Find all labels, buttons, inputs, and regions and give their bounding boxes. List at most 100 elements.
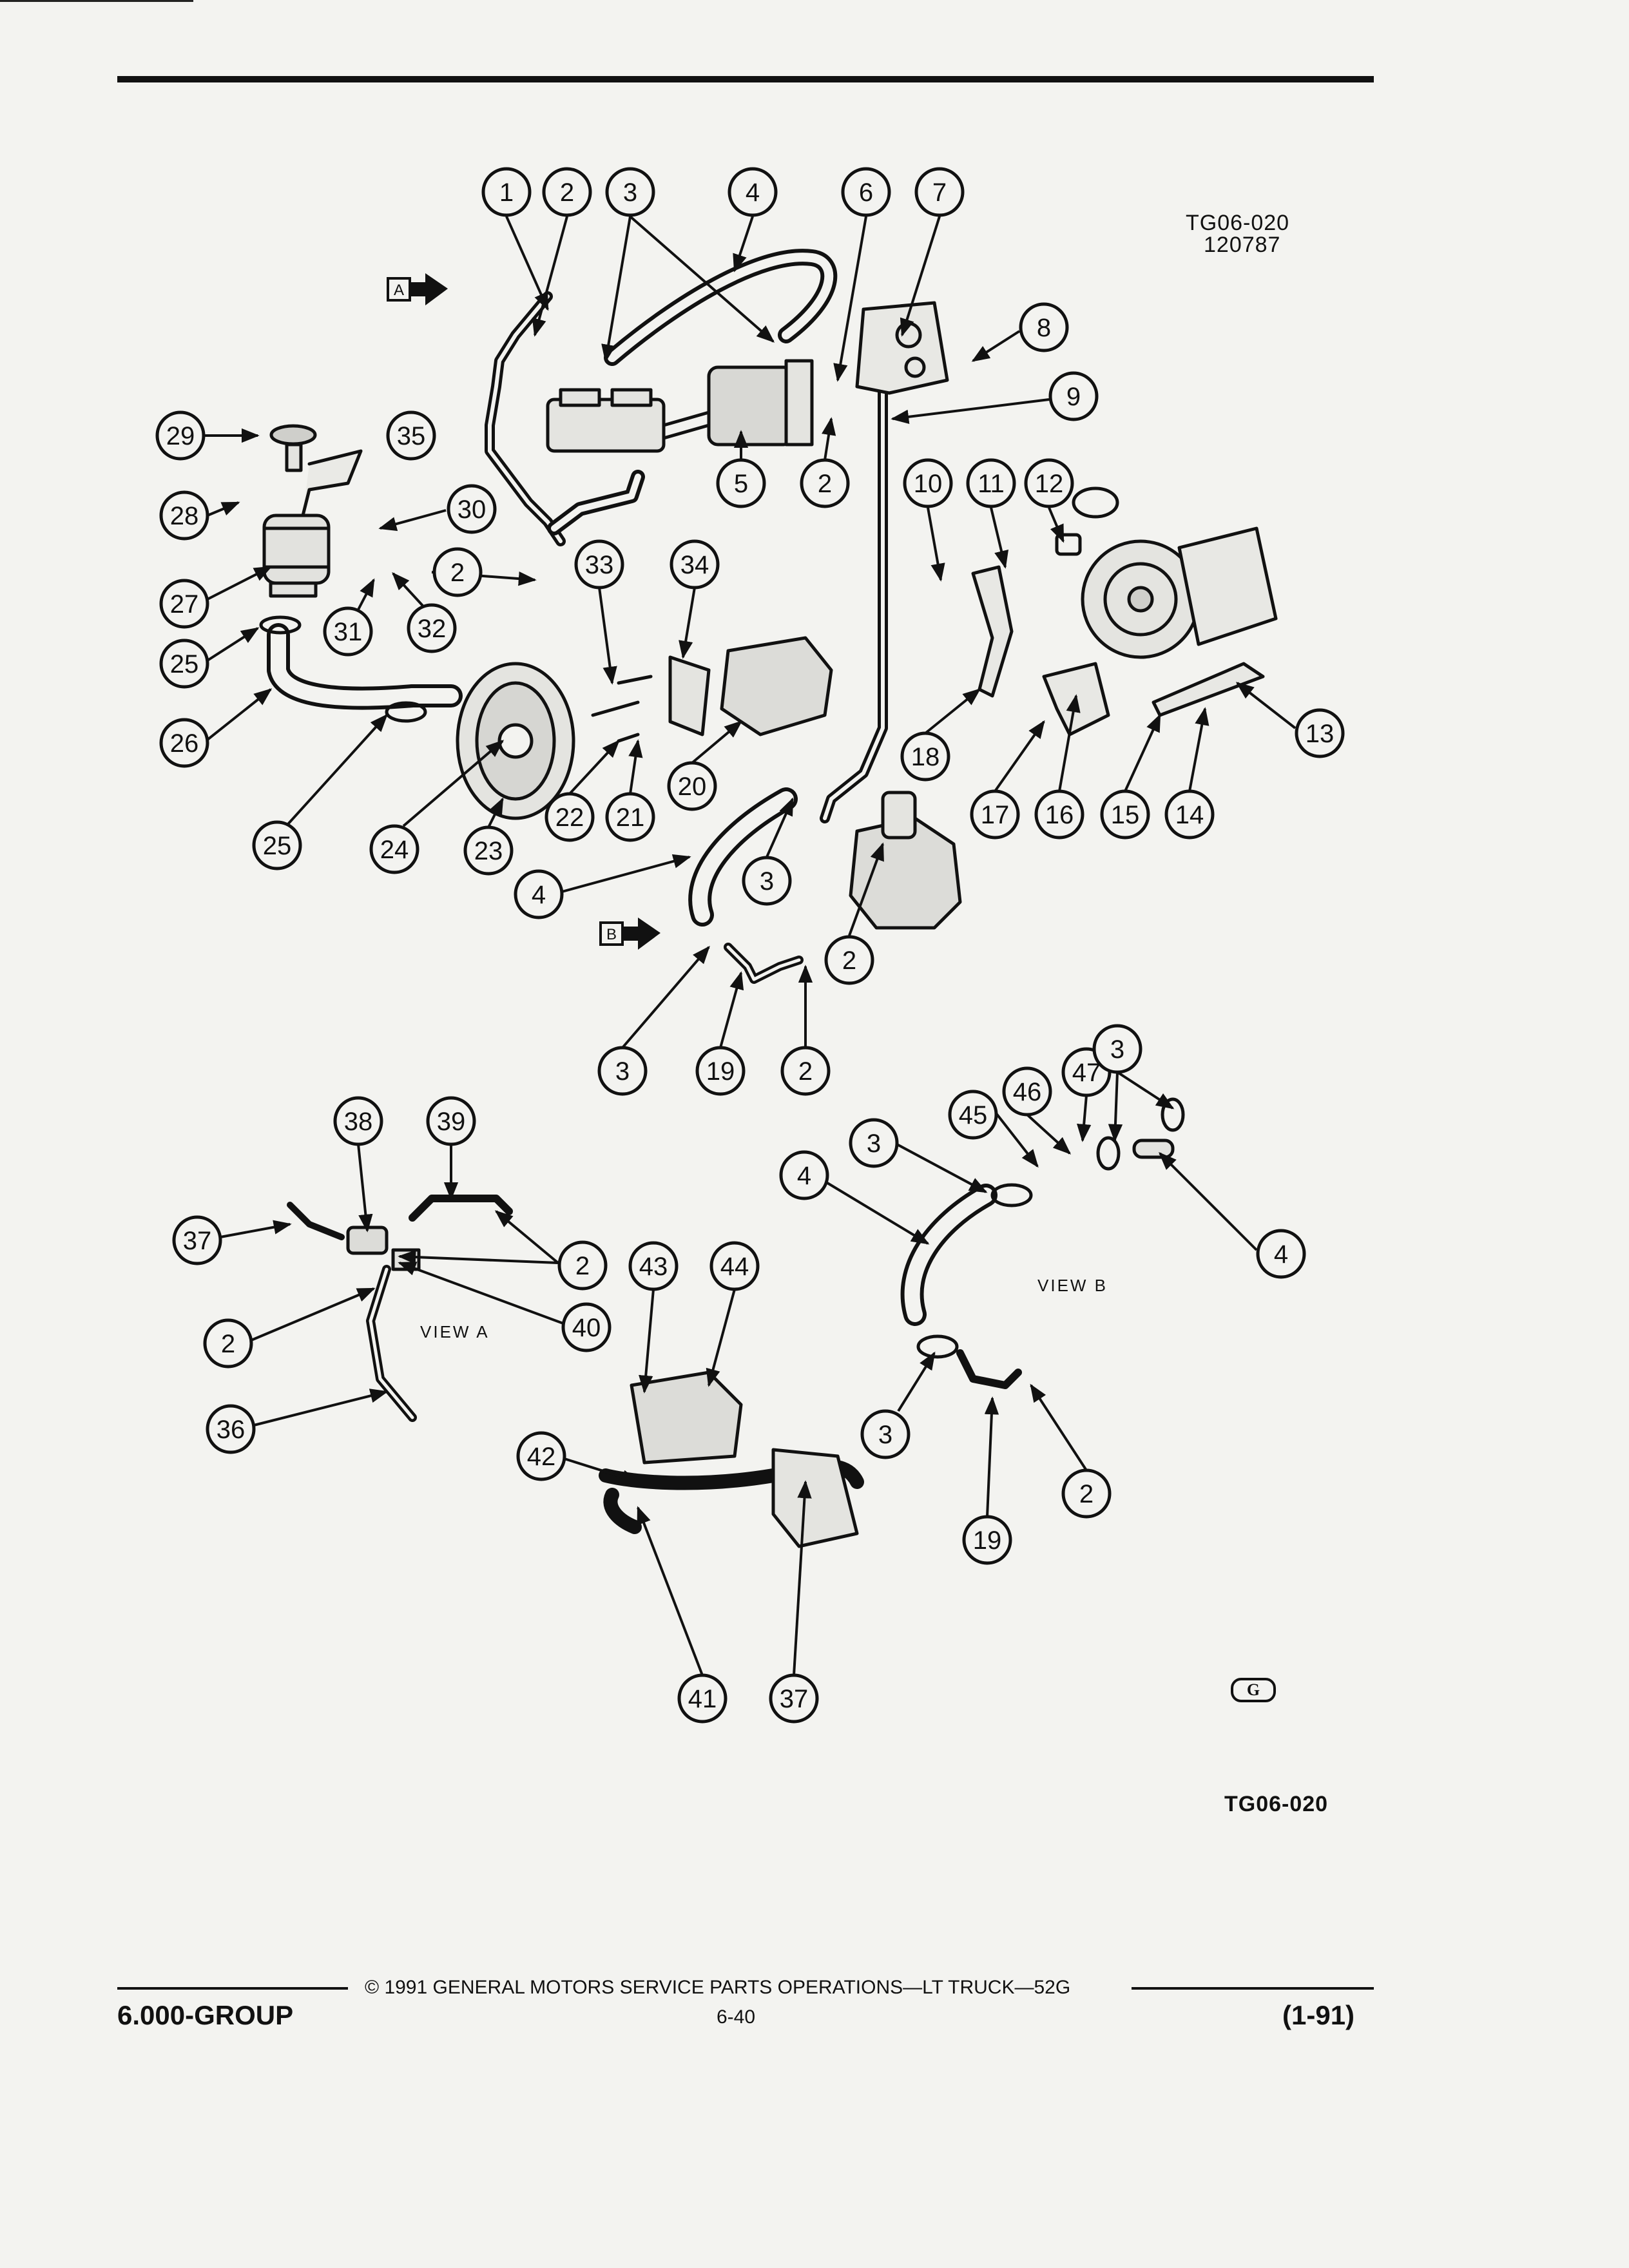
- callout-22-35: 22: [545, 792, 595, 842]
- callout-17-28: 17: [970, 789, 1020, 840]
- callout-circle: [1019, 302, 1069, 352]
- callout-circle: [1061, 1468, 1112, 1519]
- callout-4-37: 4: [514, 869, 564, 919]
- callout-circle: [779, 1150, 829, 1200]
- callout-number: 4: [746, 178, 760, 207]
- callout-circle: [386, 410, 436, 461]
- callout-2-42: 2: [780, 1046, 831, 1096]
- callout-number: 33: [585, 551, 614, 579]
- leader-line-54: [637, 1506, 704, 1676]
- callout-5-8: 5: [716, 458, 766, 508]
- callout-38-43: 38: [333, 1096, 383, 1146]
- callout-37-45: 37: [172, 1215, 222, 1265]
- callout-34-17: 34: [670, 539, 720, 590]
- callout-number: 45: [959, 1101, 988, 1129]
- leader-line-57: [1026, 1113, 1072, 1155]
- footer-group: 6.000-GROUP: [117, 2000, 294, 2030]
- footer-revision: (1-91): [1282, 2000, 1355, 2030]
- leader-line-1: [532, 216, 568, 337]
- callout-number: 4: [797, 1162, 811, 1190]
- callout-3-2: 3: [605, 167, 655, 217]
- leader-line-34: [487, 797, 504, 828]
- callout-circle: [159, 639, 209, 689]
- callout-3-58: 3: [1092, 1024, 1142, 1074]
- leader-line-17: [679, 587, 696, 659]
- callout-number: 14: [1175, 801, 1204, 829]
- callout-number: 11: [978, 470, 1005, 498]
- leader-line-36: [628, 739, 643, 794]
- callout-circle: [742, 856, 792, 906]
- callout-circle: [203, 1318, 253, 1369]
- callout-circle: [159, 579, 209, 629]
- callout-21-36: 21: [605, 792, 655, 842]
- callout-number: 3: [867, 1129, 881, 1158]
- leader-line-64: [897, 1351, 936, 1412]
- callout-circle: [463, 825, 514, 876]
- callout-circle: [1024, 458, 1074, 508]
- callout-43-50: 43: [628, 1241, 679, 1291]
- leader-line-43: [357, 1144, 373, 1233]
- footer-page-number: 6-40: [717, 2006, 756, 2028]
- callout-number: 9: [1066, 383, 1081, 411]
- leader-line-41: [719, 971, 744, 1048]
- callout-number: 2: [450, 559, 465, 587]
- leader-line-8: [891, 398, 1050, 425]
- callout-number: 5: [734, 470, 748, 498]
- callout-circle: [574, 539, 624, 590]
- callout-13-25: 13: [1295, 708, 1345, 758]
- callout-circle: [667, 761, 717, 811]
- leader-line-53: [564, 1457, 640, 1485]
- leader-line-35: [568, 739, 620, 795]
- callout-number: 2: [575, 1252, 590, 1280]
- callout-number: 2: [842, 947, 856, 975]
- power-steering-pump: [720, 636, 833, 736]
- callout-12-20: 12: [1024, 458, 1074, 508]
- callout-number: 28: [170, 502, 199, 530]
- footer-rule-right: [1132, 1987, 1374, 1990]
- hose-top: [604, 249, 838, 366]
- callout-11-19: 11: [966, 458, 1016, 508]
- leader-line-33: [402, 740, 505, 827]
- callout-number: 37: [780, 1685, 809, 1713]
- leader-line-18: [927, 507, 945, 582]
- callout-number: 8: [1037, 314, 1051, 342]
- callout-40-47: 40: [561, 1302, 612, 1352]
- callout-circle: [966, 458, 1016, 508]
- callout-number: 29: [166, 422, 195, 450]
- leader-line-48: [398, 1262, 564, 1325]
- callout-circle: [769, 1673, 819, 1724]
- callout-circle: [800, 458, 850, 508]
- callout-number: 19: [706, 1057, 735, 1086]
- callout-23-34: 23: [463, 825, 514, 876]
- leader-line-63: [1159, 1152, 1258, 1251]
- leader-line-12: [207, 501, 240, 517]
- callout-number: 39: [437, 1108, 466, 1136]
- callout-number: 32: [418, 615, 447, 643]
- callout-circle: [860, 1409, 911, 1459]
- leader-line-29: [1058, 694, 1081, 792]
- leader-line-47: [398, 1249, 559, 1265]
- leader-line-40: [621, 945, 710, 1049]
- view-a-switch: [346, 1225, 389, 1255]
- leader-line-14: [207, 566, 273, 601]
- callout-8-6: 8: [1019, 302, 1069, 352]
- gm-logo: G: [1231, 1678, 1276, 1702]
- callout-41-53: 41: [677, 1673, 728, 1724]
- callout-circle: [716, 458, 766, 508]
- hydro-booster: [707, 365, 795, 447]
- callout-number: 41: [688, 1685, 717, 1713]
- corner-rule: [0, 0, 193, 2]
- callout-number: 12: [1035, 470, 1064, 498]
- callout-circle: [728, 167, 778, 217]
- callout-number: 24: [380, 836, 409, 864]
- callout-39-44: 39: [426, 1096, 476, 1146]
- callout-circle: [1256, 1229, 1306, 1279]
- callout-4-3: 4: [728, 167, 778, 217]
- callout-number: 22: [555, 803, 584, 832]
- figure-date-code: 120787: [1204, 233, 1281, 257]
- leader-line-66: [984, 1396, 999, 1517]
- callout-circle: [333, 1096, 383, 1146]
- callout-number: 15: [1111, 801, 1140, 829]
- leader-line-19: [990, 507, 1009, 569]
